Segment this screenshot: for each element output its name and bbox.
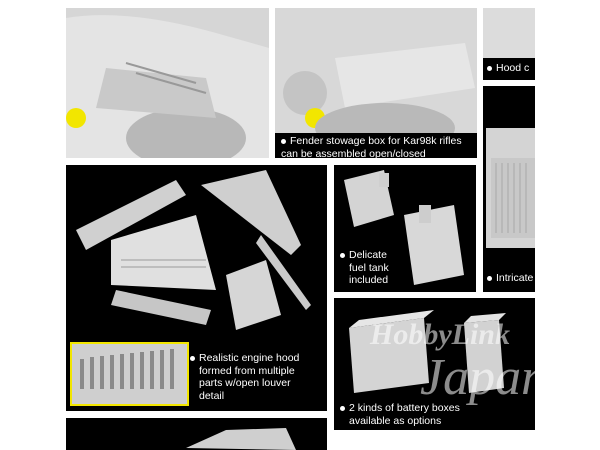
bullet-icon xyxy=(487,65,492,71)
bottom-panel xyxy=(66,418,327,450)
engine-hood-panel: Realistic engine hood formed from multip… xyxy=(66,165,327,411)
battery-box-caption: 2 kinds of battery boxes available as op… xyxy=(340,402,530,427)
bullet-icon xyxy=(487,275,492,281)
battery-box-illustration xyxy=(349,310,506,393)
hood-caption: Hood c xyxy=(487,62,529,75)
louver-illustration xyxy=(80,349,174,389)
grille-illustration xyxy=(491,158,535,238)
intricate-caption: Intricate xyxy=(487,272,533,285)
fuel-tank-caption: Delicate fuel tank included xyxy=(340,249,410,287)
truck-front-illustration xyxy=(66,8,269,158)
intricate-panel: Intricate xyxy=(483,86,535,292)
fender-panel: Fender stowage box for Kar98k rifles can… xyxy=(275,8,477,158)
bullet-icon xyxy=(340,405,345,411)
bullet-icon xyxy=(190,355,195,361)
hood-panel: Hood c xyxy=(483,8,535,80)
watermark-sub: Japan xyxy=(420,349,548,406)
bullet-icon xyxy=(340,252,345,258)
bottom-part-illustration xyxy=(186,428,296,450)
fender-photo xyxy=(275,8,477,133)
engine-hood-caption: Realistic engine hood formed from multip… xyxy=(190,352,325,402)
fender-illustration xyxy=(275,8,477,133)
truck-front-photo xyxy=(66,8,269,158)
bullet-icon xyxy=(281,138,286,144)
fuel-tank-illustration xyxy=(344,170,464,285)
louver-detail-inset xyxy=(70,342,189,406)
fender-caption: Fender stowage box for Kar98k rifles can… xyxy=(281,135,462,158)
fuel-tank-panel: Delicate fuel tank included xyxy=(334,165,476,292)
grille-photo xyxy=(486,128,535,248)
engine-hood-parts-illustration xyxy=(76,170,311,330)
battery-box-panel: 2 kinds of battery boxes available as op… xyxy=(334,298,535,430)
hood-photo xyxy=(483,8,535,58)
watermark-brand: HobbyLink xyxy=(370,318,510,351)
